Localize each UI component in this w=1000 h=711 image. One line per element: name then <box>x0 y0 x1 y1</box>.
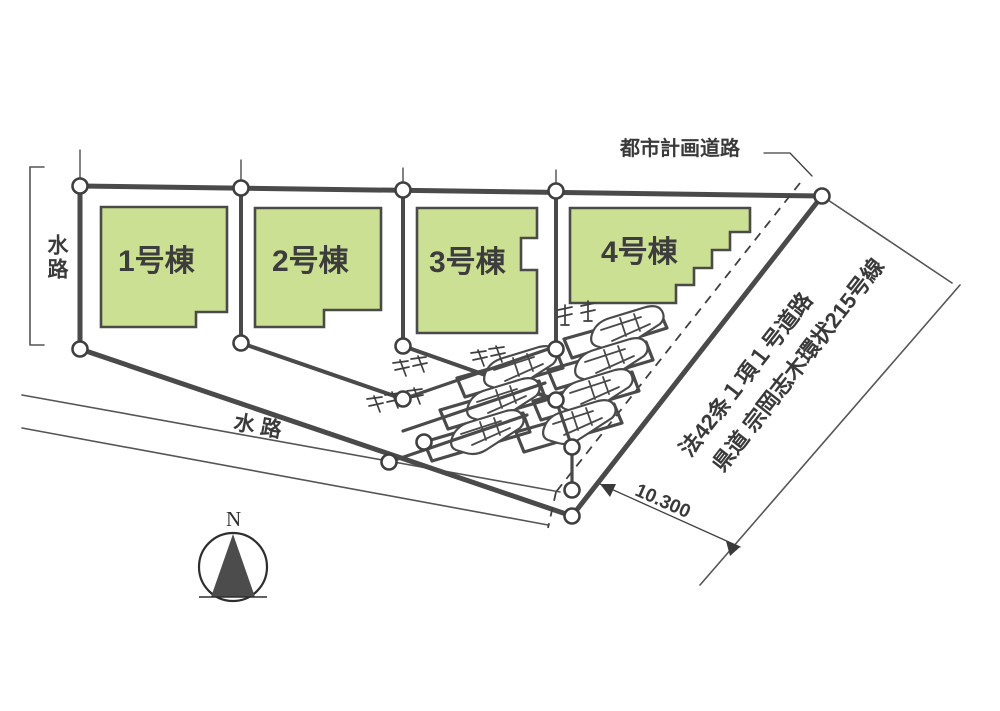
parking-stall-1 <box>562 305 669 360</box>
building-footprints <box>99 205 752 335</box>
lot-dividers <box>239 186 558 351</box>
compass-north-label: N <box>226 507 242 531</box>
building-4-footprint <box>568 206 752 305</box>
outer-guide-lines <box>21 195 961 586</box>
compass-rose <box>197 531 269 603</box>
waterway-left-label: 水路 <box>45 234 68 282</box>
shrub-markers <box>366 300 596 413</box>
parking-stall-3 <box>531 368 641 422</box>
dimension-arrow <box>599 483 741 556</box>
parking-area <box>366 300 669 492</box>
car-1 <box>590 305 665 352</box>
shrub-icon <box>488 345 506 363</box>
car-7 <box>450 409 525 456</box>
car-6 <box>466 377 541 424</box>
building-1-footprint <box>99 205 229 329</box>
city-planning-road-line <box>547 182 801 529</box>
parking-stall-5 <box>455 345 565 399</box>
boundary-nodes <box>71 177 831 525</box>
waterway-left-bracket <box>29 166 45 346</box>
shrub-icon <box>580 300 596 322</box>
shrub-icon <box>557 304 573 326</box>
city-planning-road-leader <box>763 152 813 177</box>
building-3-label: 3号棟 <box>429 246 506 279</box>
parking-stall-2 <box>546 337 655 391</box>
site-boundary <box>77 183 825 519</box>
car-5 <box>483 345 558 392</box>
lot-divider-stubs <box>79 149 557 191</box>
shrub-icon <box>470 349 488 367</box>
building-4-label: 4号棟 <box>601 236 678 269</box>
city-planning-road-label: 都市計画道路 <box>620 138 740 160</box>
building-2-footprint <box>253 206 383 329</box>
building-2-label: 2号棟 <box>272 245 349 278</box>
shrub-icon <box>392 359 410 377</box>
building-1-label: 1号棟 <box>118 245 195 278</box>
shrub-icon <box>410 355 428 373</box>
parking-stall-6 <box>438 377 548 431</box>
shrub-icon <box>366 395 384 413</box>
car-2 <box>574 337 649 384</box>
car-3 <box>559 368 634 415</box>
building-3-footprint <box>415 206 539 335</box>
